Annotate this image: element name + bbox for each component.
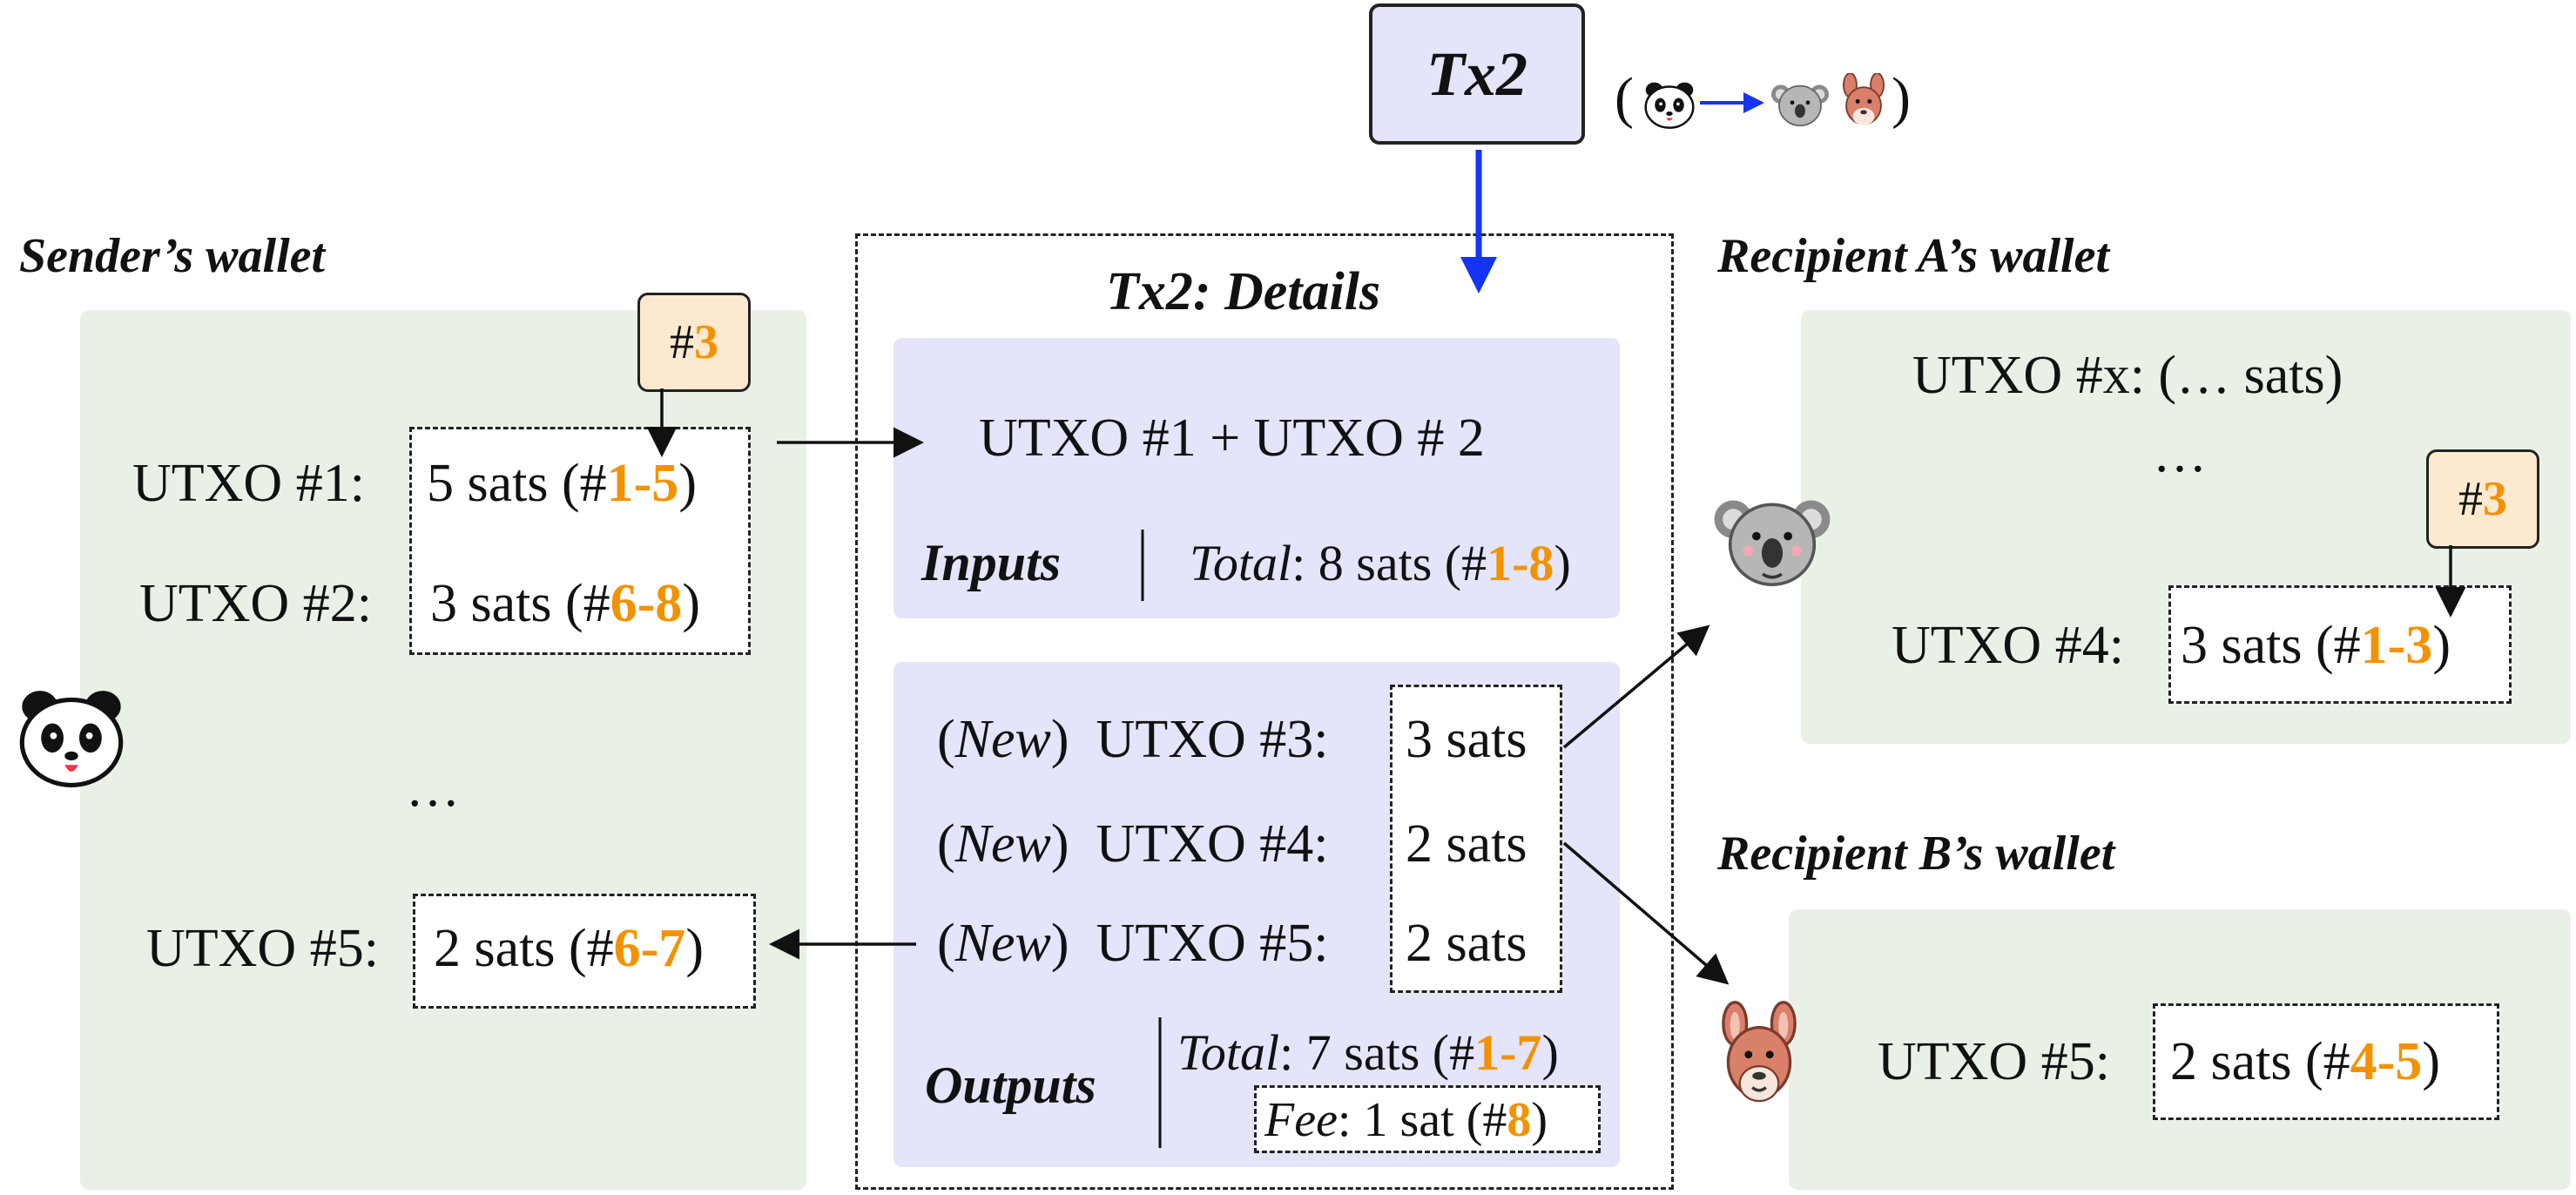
output-row-2: (New) UTXO #4: — [937, 814, 1329, 874]
inputs-sum: UTXO #1 + UTXO # 2 — [979, 408, 1485, 468]
legend-close-paren: ) — [1892, 66, 1911, 130]
recipient-b-utxo-label: UTXO #5: — [1878, 1032, 2110, 1091]
recipient-a-ellipsis: … — [2153, 424, 2207, 483]
tx2-box: Tx2 — [1369, 3, 1585, 145]
sender-ellipsis: … — [406, 759, 460, 818]
recipient-a-utxo-x: UTXO #x: (… sats) — [1912, 346, 2343, 405]
koala-icon — [1714, 500, 1831, 586]
outputs-amounts-box — [1390, 685, 1562, 993]
sender-utxo-1-amount: 5 sats (#1-5) — [427, 454, 697, 513]
tx2-details-title: Tx2: Details — [1106, 262, 1381, 321]
recipient-a-utxo-amount: 3 sats (#1-3) — [2181, 616, 2451, 675]
sender-utxo-2-amount: 3 sats (#6-8) — [430, 574, 700, 633]
tx2-title: Tx2 — [1426, 38, 1527, 109]
koala-icon — [1771, 84, 1829, 127]
output-row-1-amount: 3 sats — [1406, 710, 1527, 769]
sender-utxo-1-label: UTXO #1: — [132, 454, 365, 513]
recipient-b-utxo-box — [2153, 1003, 2499, 1120]
recipient-a-sat-tag: # 3 — [2426, 449, 2539, 549]
inputs-total: Total: 8 sats (#1-8) — [1190, 535, 1571, 591]
kangaroo-icon — [1722, 1001, 1797, 1103]
tx2-details-frame — [855, 233, 1674, 1190]
legend-open-paren: ( — [1615, 66, 1634, 130]
recipient-b-utxo-amount: 2 sats (#4-5) — [2170, 1032, 2440, 1091]
sender-utxo-2-label: UTXO #2: — [139, 574, 372, 633]
output-row-3: (New) UTXO #5: — [937, 914, 1329, 973]
output-row-2-amount: 2 sats — [1406, 814, 1527, 874]
output-row-3-amount: 2 sats — [1406, 914, 1527, 973]
sender-change-utxo-box — [413, 894, 756, 1009]
output-row-1: (New) UTXO #3: — [937, 710, 1329, 769]
sender-input-utxos-box — [409, 427, 751, 655]
recipient-a-utxo-label: UTXO #4: — [1892, 616, 2124, 675]
sender-heading: Sender’s wallet — [19, 229, 326, 283]
outputs-total: Total: 7 sats (#1-7) — [1177, 1024, 1559, 1081]
outputs-title: Outputs — [925, 1057, 1096, 1114]
fee-box — [1254, 1085, 1601, 1153]
outputs-fee: Fee: 1 sat (#8) — [1264, 1093, 1548, 1147]
panda-icon — [19, 691, 124, 787]
output-to-recipient-a-arrow — [1562, 625, 1710, 749]
panda-icon — [1644, 82, 1695, 129]
kangaroo-icon — [1843, 73, 1885, 125]
output-to-recipient-b-arrow — [1562, 841, 1730, 985]
inputs-panel — [894, 338, 1620, 618]
inputs-title: Inputs — [921, 534, 1062, 591]
sender-change-utxo-label: UTXO #5: — [146, 919, 379, 978]
recipient-b-heading: Recipient B’s wallet — [1717, 827, 2115, 881]
sender-sat-tag: # 3 — [637, 293, 751, 392]
sender-change-utxo-amount: 2 sats (#6-7) — [434, 919, 704, 978]
recipient-a-heading: Recipient A’s wallet — [1717, 229, 2110, 283]
